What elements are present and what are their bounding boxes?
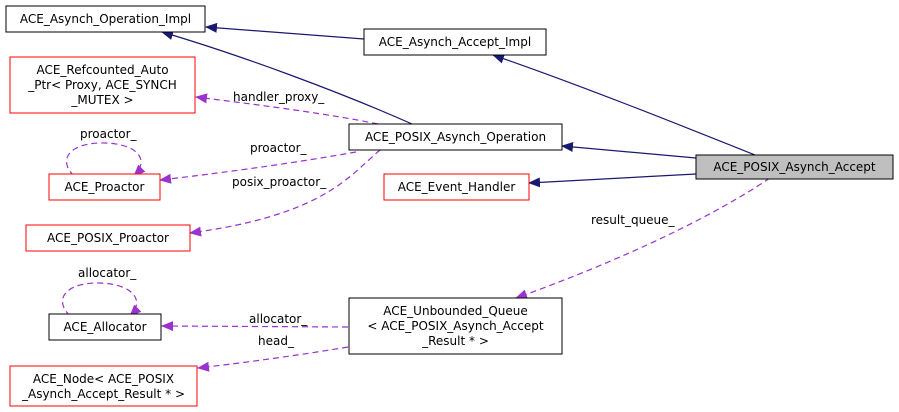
edges — [62, 22, 771, 372]
class-name-line-2: _Ptr< Proxy, ACE_SYNCH — [27, 78, 177, 92]
edge-accept-to-event-handler — [528, 173, 697, 188]
edge-result-queue — [515, 177, 771, 300]
edge-accept-to-posix-op — [561, 142, 697, 159]
class-node-posix-proactor[interactable]: ACE_POSIX_Proactor — [25, 224, 191, 252]
class-name-line-1: ACE_Unbounded_Queue — [383, 304, 528, 318]
edge-labels: handler_proxy_ proactor_ proactor_ posix… — [78, 90, 676, 348]
class-node-event-handler[interactable]: ACE_Event_Handler — [383, 173, 530, 201]
class-name: ACE_Asynch_Operation_Impl — [20, 12, 191, 26]
class-name-line-2: _Asynch_Accept_Result * > — [21, 387, 185, 401]
class-node-allocator[interactable]: ACE_Allocator — [48, 313, 162, 341]
edge-accept-to-accept-impl — [492, 53, 761, 158]
class-node-proactor[interactable]: ACE_Proactor — [48, 173, 161, 201]
edge-proactor-self — [65, 142, 146, 177]
class-node-posix-asynch-operation[interactable]: ACE_POSIX_Asynch_Operation — [348, 123, 563, 151]
edge-head — [197, 346, 349, 372]
edge-allocator-self — [62, 282, 142, 317]
edge-posix-op-to-operation-impl — [161, 30, 413, 125]
class-node-ace-node[interactable]: ACE_Node< ACE_POSIX _Asynch_Accept_Resul… — [9, 365, 198, 407]
class-name: ACE_POSIX_Proactor — [47, 231, 169, 245]
edge-proactor — [159, 151, 357, 184]
edge-label-proactor: proactor_ — [250, 141, 308, 155]
class-name: ACE_Proactor — [65, 180, 145, 194]
edge-posix-proactor — [189, 149, 381, 237]
class-name-line-2: < ACE_POSIX_Asynch_Accept — [367, 319, 543, 333]
edge-allocator — [161, 321, 349, 332]
nodes: ACE_Asynch_Operation_Impl ACE_Asynch_Acc… — [5, 5, 894, 407]
edge-label-allocator-self: allocator_ — [78, 266, 137, 280]
class-name-line-3: _MUTEX > — [70, 93, 133, 107]
class-name-line-1: ACE_Node< ACE_POSIX — [33, 372, 174, 386]
class-name: ACE_Allocator — [63, 320, 146, 334]
class-node-unbounded-queue[interactable]: ACE_Unbounded_Queue < ACE_POSIX_Asynch_A… — [348, 297, 563, 355]
edge-impl-to-operation-impl — [205, 22, 365, 40]
class-node-posix-asynch-accept[interactable]: ACE_POSIX_Asynch_Accept — [695, 154, 894, 180]
class-name: ACE_POSIX_Asynch_Accept — [713, 160, 876, 174]
class-node-asynch-operation-impl[interactable]: ACE_Asynch_Operation_Impl — [5, 5, 206, 33]
class-name: ACE_Event_Handler — [398, 180, 516, 194]
edge-label-allocator: allocator_ — [249, 312, 308, 326]
class-name-line-1: ACE_Refcounted_Auto — [36, 63, 168, 77]
class-name-line-3: _Result * > — [421, 334, 489, 348]
class-name: ACE_POSIX_Asynch_Operation — [365, 130, 546, 144]
class-node-refcounted-auto-ptr[interactable]: ACE_Refcounted_Auto _Ptr< Proxy, ACE_SYN… — [9, 56, 196, 114]
edge-label-posix-proactor: posix_proactor_ — [232, 175, 327, 189]
edge-label-proactor-self: proactor_ — [80, 127, 138, 141]
edge-label-result-queue: result_queue_ — [591, 213, 676, 227]
class-node-asynch-accept-impl[interactable]: ACE_Asynch_Accept_Impl — [363, 28, 547, 56]
edge-label-head: head_ — [258, 334, 295, 348]
edge-label-handler-proxy: handler_proxy_ — [233, 90, 325, 104]
class-name: ACE_Asynch_Accept_Impl — [379, 35, 531, 49]
edge-handler-proxy — [195, 93, 379, 125]
